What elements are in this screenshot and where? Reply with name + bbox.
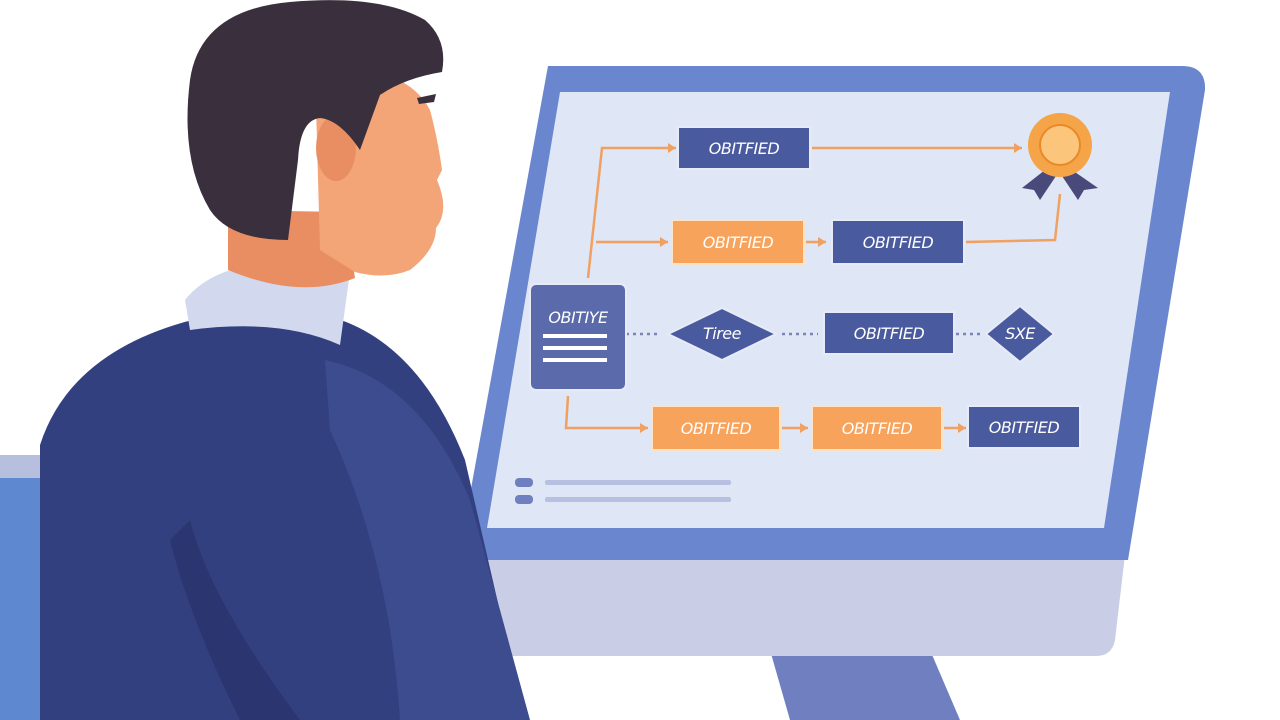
person-hair	[187, 0, 444, 241]
node-row2-orange: OBITFIED	[671, 219, 805, 265]
screen-legend	[515, 478, 731, 504]
node-top: OBITFIED	[677, 126, 811, 170]
node-decision-1-label: Tiree	[703, 324, 742, 343]
node-start-card-label: OBITIYE	[548, 308, 609, 327]
arrow-heads	[640, 143, 1022, 433]
monitor-stand	[770, 650, 960, 720]
node-decision-1: Tiree	[665, 306, 779, 362]
node-row4-navy: OBITFIED	[967, 405, 1081, 449]
node-decision-2: SXE	[984, 304, 1056, 364]
monitor	[455, 66, 1206, 720]
node-decision-2-label: SXE	[1005, 324, 1036, 343]
node-row2-navy: OBITFIED	[831, 219, 965, 265]
flowchart-nodes: OBITFIED OBITFIED OBITFIED OBITIYE Tiree	[529, 126, 1081, 451]
node-start-card: OBITIYE	[529, 283, 627, 391]
node-row3-navy-label: OBITFIED	[854, 324, 925, 343]
node-row4-orange-1: OBITFIED	[651, 405, 781, 451]
person	[40, 0, 530, 720]
node-row4-orange-1-label: OBITFIED	[681, 419, 752, 438]
node-row4-orange-2: OBITFIED	[811, 405, 943, 451]
node-row4-orange-2-label: OBITFIED	[842, 419, 913, 438]
certificate-badge-icon	[1022, 113, 1098, 200]
node-row4-navy-label: OBITFIED	[989, 418, 1060, 437]
node-row2-orange-label: OBITFIED	[703, 233, 774, 252]
monitor-chin	[455, 555, 1125, 656]
node-row3-navy: OBITFIED	[823, 311, 955, 355]
node-row2-navy-label: OBITFIED	[863, 233, 934, 252]
node-top-label: OBITFIED	[709, 139, 780, 158]
